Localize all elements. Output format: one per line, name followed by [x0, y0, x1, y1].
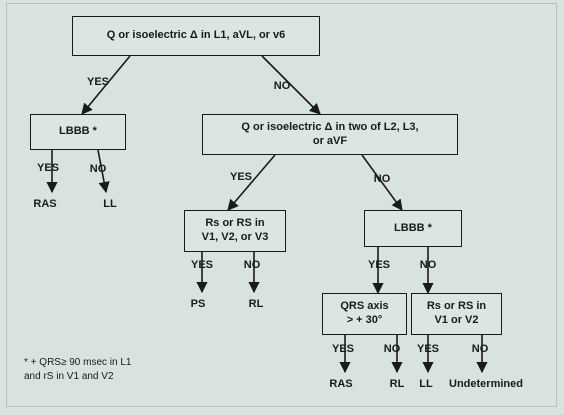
decision-root: Q or isoelectric Δ in L1, aVL, or v6 [72, 16, 320, 56]
label-rs-v12-no: NO [471, 343, 489, 355]
outcome-ll-right: LL [419, 378, 433, 390]
decision-lbbb-left: LBBB * [30, 114, 126, 150]
outcome-ras-left: RAS [33, 198, 57, 210]
footnote: * + QRS≥ 90 msec in L1 and rS in V1 and … [24, 357, 132, 382]
label-q-two-no: NO [373, 173, 391, 185]
label-lbbb-left-yes: YES [36, 162, 60, 174]
decision-lbbb-right: LBBB * [364, 210, 462, 247]
label-lbbb-right-yes: YES [367, 259, 391, 271]
arrow-q-two-yes [227, 154, 276, 211]
label-q-two-yes: YES [229, 171, 253, 183]
arrow-root-yes [81, 55, 131, 115]
label-rs-v12-yes: YES [416, 343, 440, 355]
decision-q-two-text: Q or isoelectric Δ in two of L2, L3, or … [241, 120, 419, 147]
arrow-root-no [261, 55, 321, 115]
label-qrs-axis-yes: YES [331, 343, 355, 355]
label-rs-v123-no: NO [243, 259, 261, 271]
decision-rs-v12: Rs or RS in V1 or V2 [411, 293, 502, 335]
outcome-ras-right: RAS [329, 378, 353, 390]
decision-rs-v123: Rs or RS in V1, V2, or V3 [184, 210, 286, 252]
label-lbbb-right-no: NO [419, 259, 437, 271]
decision-qrs-axis-text: QRS axis > + 30° [340, 300, 389, 326]
label-rs-v123-yes: YES [190, 259, 214, 271]
outcome-ps: PS [190, 298, 206, 310]
outcome-rl-right: RL [389, 378, 405, 390]
label-lbbb-left-no: NO [89, 163, 107, 175]
arrow-q-two-no [361, 154, 403, 211]
decision-rs-v123-text: Rs or RS in V1, V2, or V3 [201, 217, 269, 243]
decision-lbbb-right-text: LBBB * [394, 221, 432, 234]
decision-root-text: Q or isoelectric Δ in L1, aVL, or v6 [106, 29, 286, 42]
label-qrs-axis-no: NO [383, 343, 401, 355]
decision-rs-v12-text: Rs or RS in V1 or V2 [426, 300, 487, 326]
label-root-no: NO [273, 80, 291, 92]
outcome-ll-left: LL [103, 198, 117, 210]
outcome-undetermined: Undetermined [449, 378, 523, 390]
outcome-rl-mid: RL [248, 298, 264, 310]
decision-q-two: Q or isoelectric Δ in two of L2, L3, or … [202, 114, 458, 155]
decision-lbbb-left-text: LBBB * [59, 125, 97, 138]
decision-qrs-axis: QRS axis > + 30° [322, 293, 407, 335]
arrow-lbbb-left-no [97, 149, 110, 194]
label-root-yes: YES [86, 76, 110, 88]
figure-frame [6, 3, 557, 407]
